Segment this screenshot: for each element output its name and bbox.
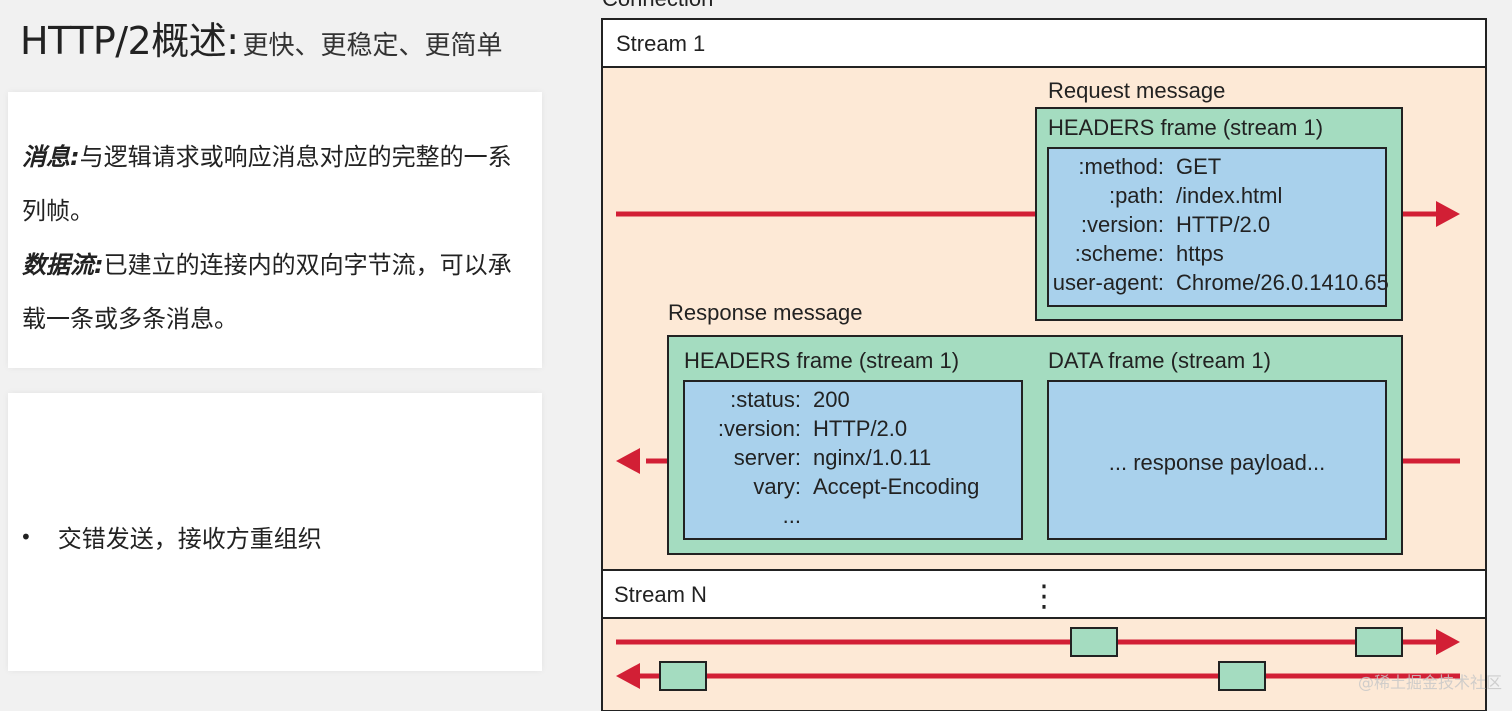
- response-payload: ... response payload...: [1109, 450, 1325, 475]
- request-header-key: :method:: [1078, 154, 1164, 179]
- streamN-frame: [1218, 661, 1266, 691]
- streamN-label: Stream N: [614, 582, 707, 607]
- response-headers-frame-title: HEADERS frame (stream 1): [684, 348, 959, 373]
- response-header-key: vary:: [753, 474, 801, 499]
- definitions-text: 消息:与逻辑请求或响应消息对应的完整的一系列帧。 数据流:已建立的连接内的双向字…: [22, 130, 532, 346]
- bullet-item: • 交错发送，接收方重组织: [20, 519, 322, 554]
- request-message-label: Request message: [1048, 78, 1225, 103]
- title-main: HTTP/2概述:: [20, 19, 239, 63]
- request-header-key: :version:: [1081, 212, 1164, 237]
- http2-connection-diagram: Connection Stream 1 Request message HEAD…: [596, 0, 1512, 711]
- page-title: HTTP/2概述: 更快、更稳定、更简单: [20, 10, 503, 66]
- streamN-backward-arrowhead-icon: [616, 663, 640, 689]
- stream-term: 数据流:: [22, 251, 104, 279]
- response-header-value: Accept-Encoding: [813, 474, 979, 499]
- request-headers-block: [1047, 147, 1387, 307]
- stream1-label: Stream 1: [616, 31, 705, 56]
- request-frame-title: HEADERS frame (stream 1): [1048, 115, 1323, 140]
- streamN-forward-arrowhead-icon: [1436, 629, 1460, 655]
- response-header-value: nginx/1.0.11: [813, 445, 931, 470]
- definitions-card: 消息:与逻辑请求或响应消息对应的完整的一系列帧。 数据流:已建立的连接内的双向字…: [8, 92, 542, 368]
- response-header-key: :version:: [718, 416, 801, 441]
- response-header-ellipsis: ...: [783, 503, 801, 528]
- request-header-key: :scheme:: [1075, 241, 1164, 266]
- response-header-key: :status:: [730, 387, 801, 412]
- response-message-label: Response message: [668, 300, 862, 325]
- data-frame-block: [1047, 380, 1387, 540]
- request-arrowhead-icon: [1436, 201, 1460, 227]
- streamN-frame: [1070, 627, 1118, 657]
- bullet-dot: •: [20, 524, 32, 549]
- response-headers-block: [683, 380, 1023, 540]
- request-header-value: GET: [1176, 154, 1221, 179]
- response-header-key: server:: [734, 445, 801, 470]
- request-header-key: user-agent:: [1053, 270, 1164, 295]
- watermark: @稀土掘金技术社区: [1357, 673, 1502, 692]
- vertical-ellipsis-icon: ⋮: [1029, 580, 1059, 613]
- bullet-text: 交错发送，接收方重组织: [57, 525, 322, 553]
- bullet-card: • 交错发送，接收方重组织: [8, 393, 542, 671]
- request-header-value: /index.html: [1176, 183, 1282, 208]
- message-term: 消息:: [22, 143, 80, 171]
- data-frame-title: DATA frame (stream 1): [1048, 348, 1271, 373]
- response-header-value: HTTP/2.0: [813, 416, 907, 441]
- stream1-header: [601, 18, 1487, 68]
- connection-label: Connection: [602, 0, 713, 11]
- streamN-frame: [659, 661, 707, 691]
- request-header-value: https: [1176, 241, 1224, 266]
- streamN-header: [601, 569, 1487, 619]
- streamN-frame: [1355, 627, 1403, 657]
- request-header-value: Chrome/26.0.1410.65: [1176, 270, 1389, 295]
- response-arrowhead-icon: [616, 448, 640, 474]
- title-subtitle: 更快、更稳定、更简单: [242, 31, 503, 61]
- stream-desc: 已建立的连接内的双向字节流，可以承载一条或多条消息。: [22, 251, 512, 333]
- request-header-key: :path:: [1109, 183, 1164, 208]
- response-header-value: 200: [813, 387, 850, 412]
- request-header-value: HTTP/2.0: [1176, 212, 1270, 237]
- message-desc: 与逻辑请求或响应消息对应的完整的一系列帧。: [22, 143, 512, 225]
